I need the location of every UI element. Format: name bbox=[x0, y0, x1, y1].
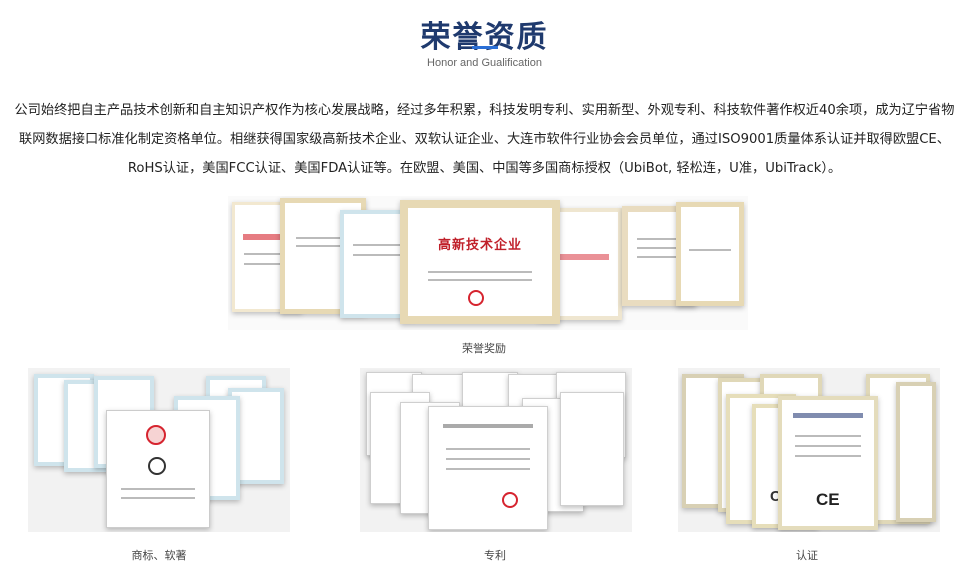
certifications-caption: 认证 bbox=[796, 549, 818, 562]
intro-paragraph: 公司始终把自主产品技术创新和自主知识产权作为核心发展战略，经过多年积累，科技发明… bbox=[14, 103, 955, 176]
certifications-image: CE CE bbox=[678, 368, 940, 532]
patents-caption: 专利 bbox=[484, 549, 506, 562]
title-accent-bar bbox=[472, 46, 498, 49]
trademarks-image bbox=[28, 368, 290, 532]
high-tech-enterprise-cert: 高新技术企业 bbox=[400, 200, 560, 324]
trademarks-caption: 商标、软著 bbox=[131, 549, 187, 562]
featured-cert-title: 高新技术企业 bbox=[437, 238, 522, 253]
patents-image bbox=[360, 368, 632, 532]
page-subtitle: Honor and Gualification bbox=[427, 57, 542, 69]
honors-image: 高新技术企业 bbox=[228, 196, 748, 330]
page-title: 荣誉资质 bbox=[420, 20, 549, 55]
honors-caption: 荣誉奖励 bbox=[462, 342, 506, 355]
